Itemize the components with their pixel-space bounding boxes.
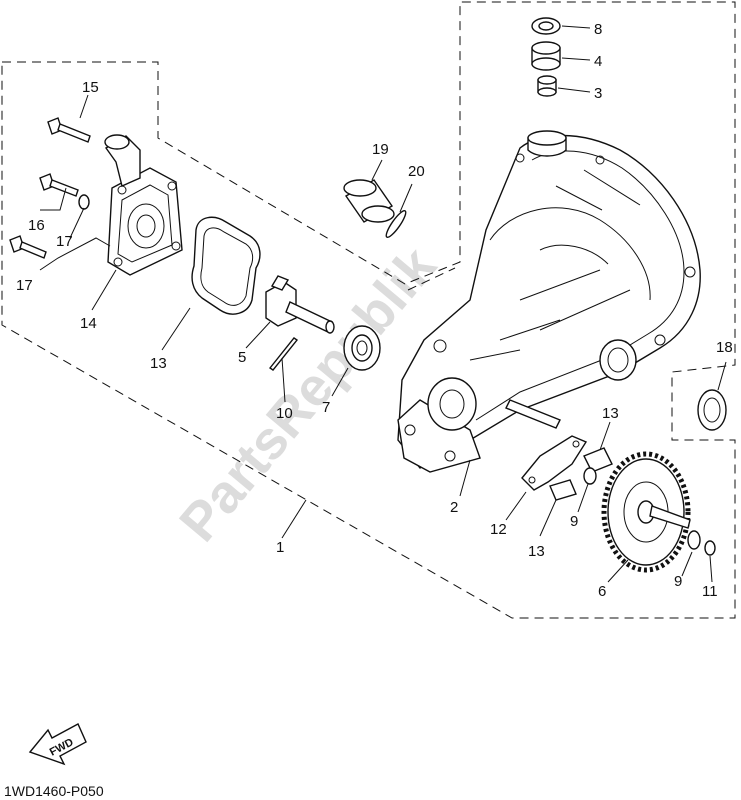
bearing-4	[531, 41, 561, 71]
callout-3: 3	[594, 85, 602, 102]
forward-arrow-icon: FWD	[28, 723, 87, 766]
callout-17-bottom: 17	[16, 277, 33, 294]
assembly-1-outline	[1, 1, 736, 619]
callout-15: 13	[150, 355, 167, 372]
callout-10: 10	[276, 405, 293, 422]
bolt-17-bottom	[9, 235, 47, 259]
bracket-12	[521, 435, 588, 491]
callout-8: 7	[322, 399, 330, 416]
callout-17-top: 15	[82, 79, 99, 96]
callout-12: 12	[490, 521, 507, 538]
impeller-shaft-6	[265, 275, 335, 334]
gear-7	[601, 451, 691, 573]
callout-6: 5	[238, 349, 246, 366]
o-ring-20	[385, 209, 407, 239]
bolt-17-middle	[39, 173, 79, 197]
callout-9-lower: 9	[674, 573, 682, 590]
callout-13-lower: 13	[528, 543, 545, 560]
washer-9-lower	[687, 530, 701, 550]
callout-14: 14	[80, 315, 97, 332]
callout-20: 20	[408, 163, 425, 180]
seal-19	[343, 179, 395, 223]
washer-16	[78, 194, 90, 210]
leader-lines	[39, 25, 727, 583]
water-pump-housing	[104, 134, 183, 276]
bearing-3	[537, 75, 557, 97]
crankcase-cover-outline	[407, 267, 456, 291]
bolt-17-top	[47, 117, 91, 143]
callout-13-upper: 13	[602, 405, 619, 422]
callout-9-upper: 9	[570, 513, 578, 530]
callout-16: 17	[56, 233, 73, 250]
callout-18: 18	[716, 339, 733, 356]
callout-1: 1	[276, 539, 284, 556]
seal-18	[697, 389, 727, 431]
callout-5: 8	[594, 21, 602, 38]
callout-19: 19	[372, 141, 389, 158]
bolt-13-lower	[549, 479, 577, 501]
bolt-13-upper	[583, 447, 613, 473]
drawing-code: 1WD1460-P050	[4, 783, 104, 799]
washer-9-upper	[583, 467, 597, 485]
callout-2: 2	[450, 499, 458, 516]
callout-7: 6	[598, 583, 606, 600]
callouts: 15 16 17 17 14 13 5 10 7 19 20 8 4 3 18 …	[16, 21, 733, 600]
seal-5	[531, 17, 561, 35]
circlip-11	[704, 540, 716, 556]
bearing-8	[343, 325, 381, 371]
pin-10	[268, 337, 299, 371]
callout-4: 4	[594, 53, 602, 70]
crankcase-cover-2	[397, 130, 701, 473]
gasket-15	[191, 216, 261, 315]
callout-11: 11	[702, 583, 718, 600]
callout-17-middle: 16	[28, 217, 45, 234]
